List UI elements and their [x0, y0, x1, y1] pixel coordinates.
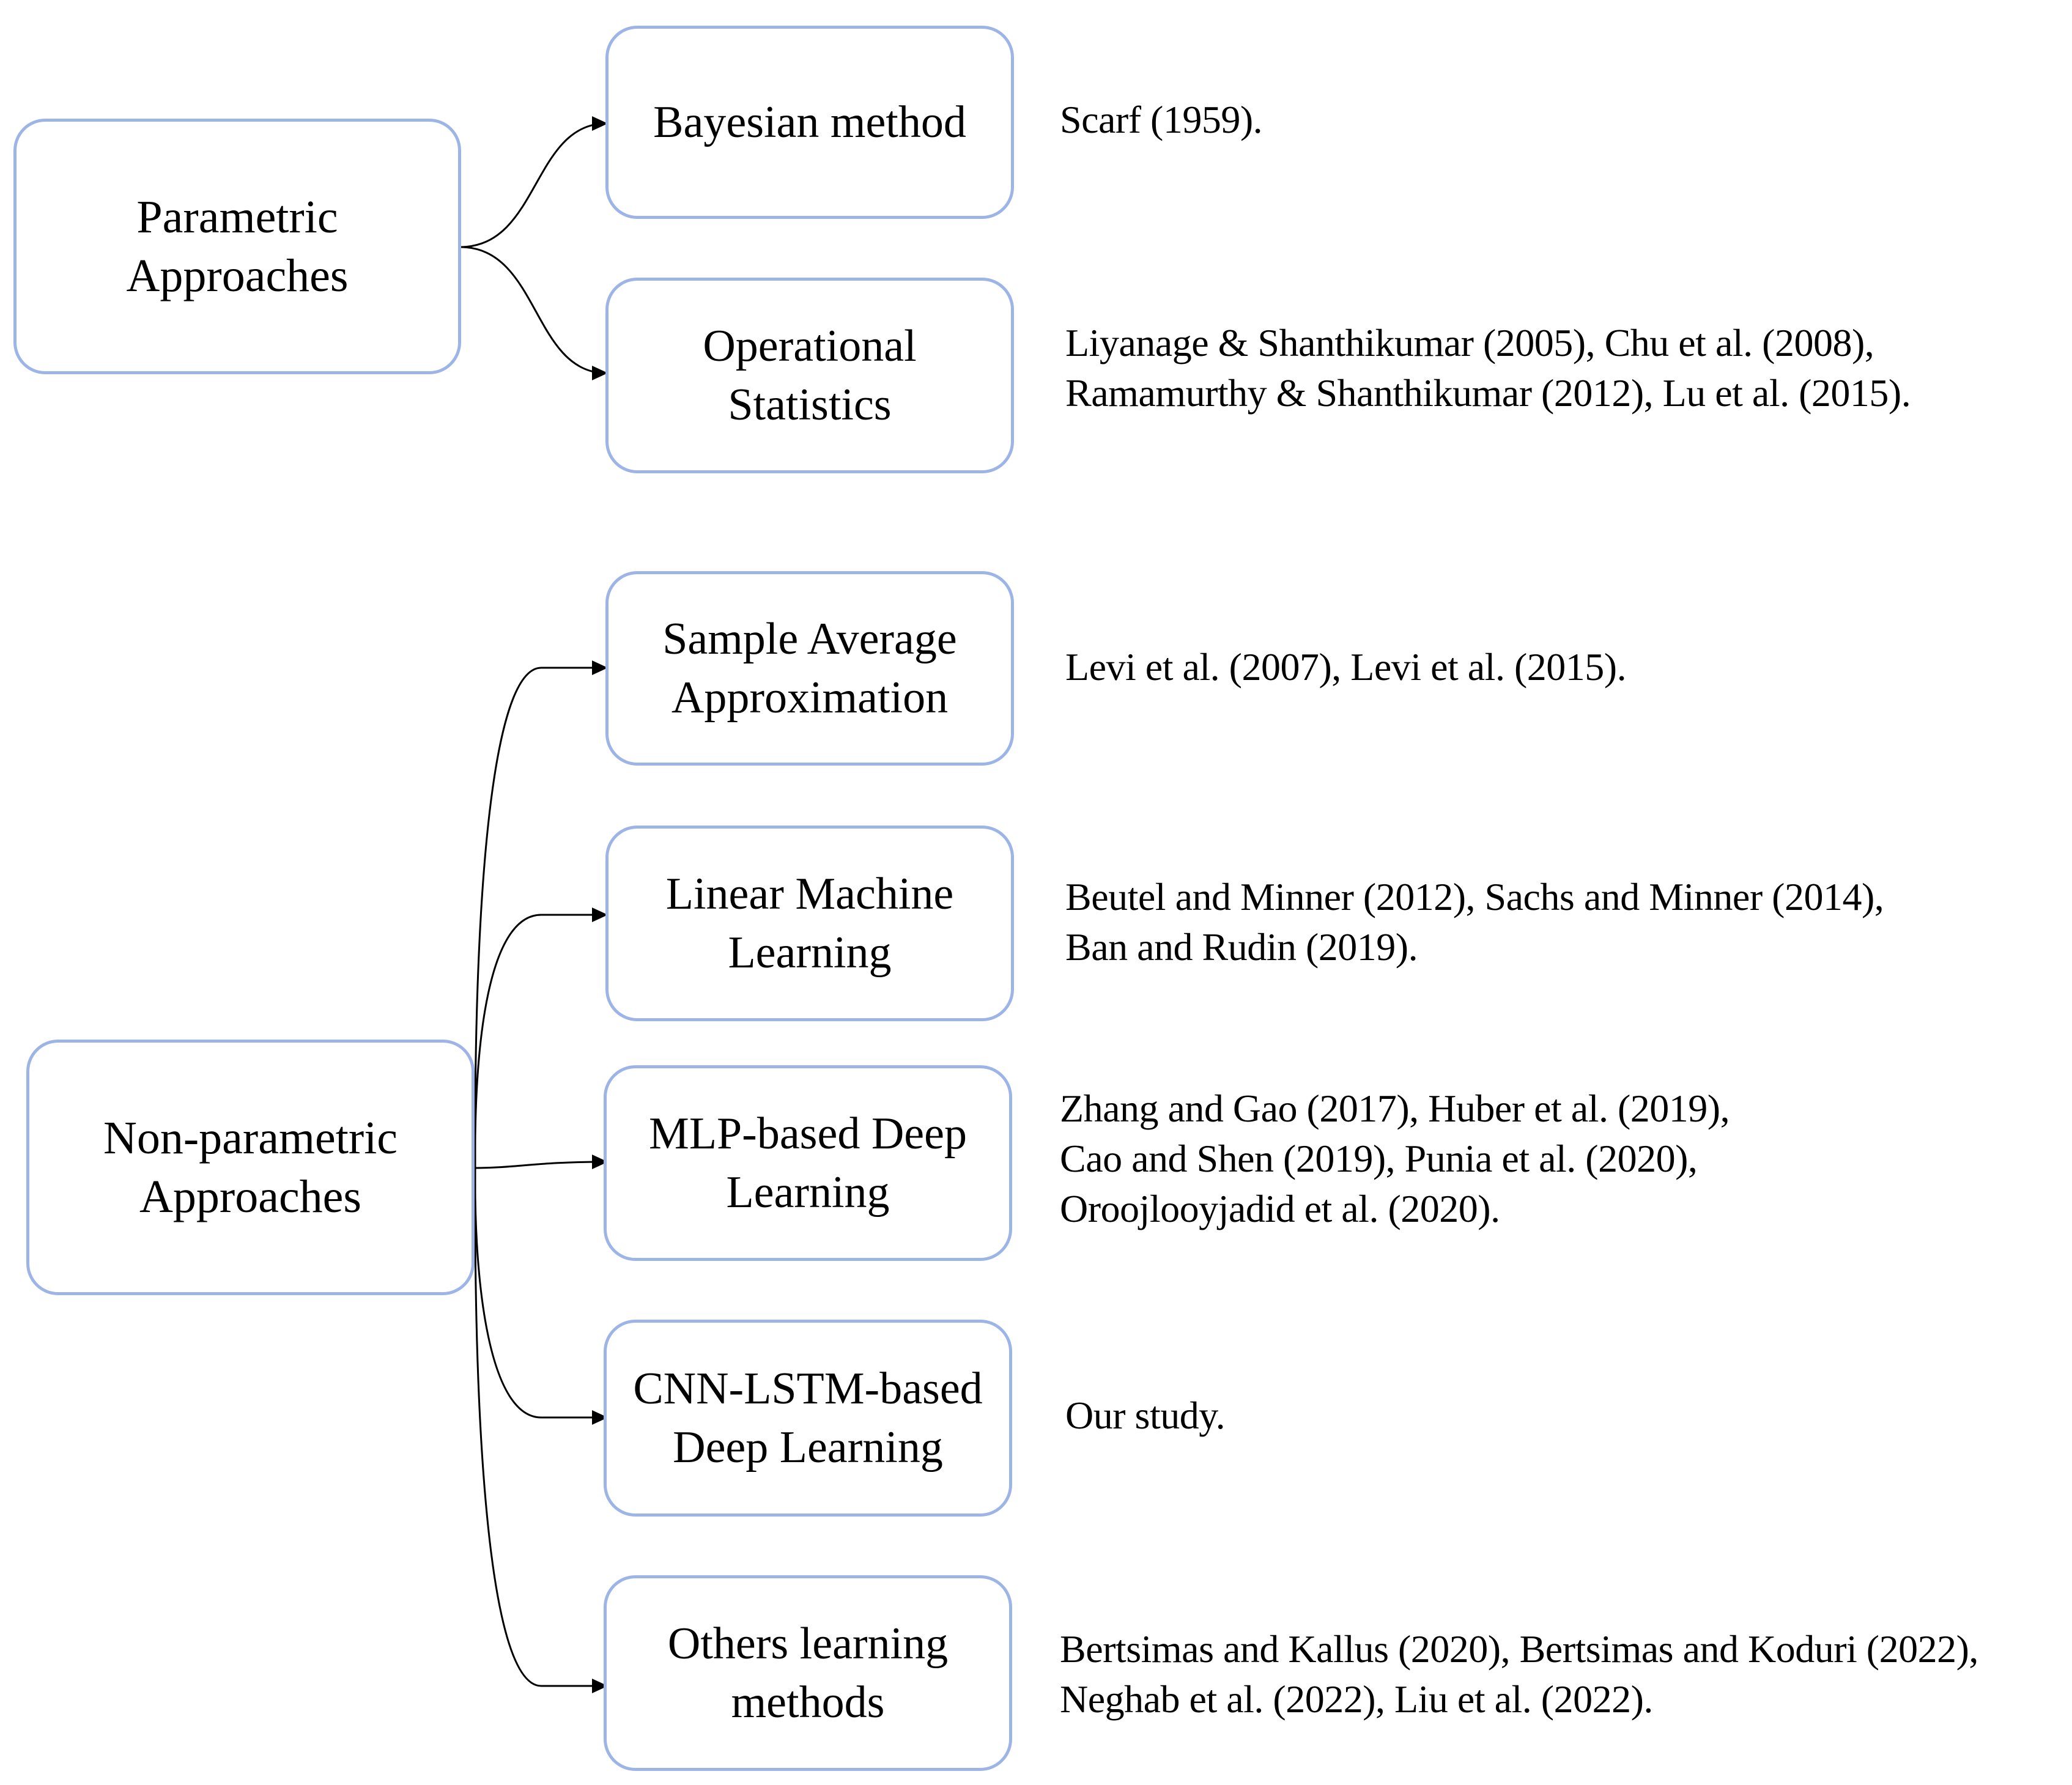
refs-other-learning-methods: Bertsimas and Kallus (2020), Bertsimas a…: [1060, 1624, 1978, 1724]
method-label-bayesian: Bayesian method: [653, 97, 966, 147]
parametric-approaches-box: Parametric Approaches: [13, 119, 461, 374]
method-label-sample-average-approximation: Sample Average Approximation: [662, 614, 957, 723]
connector-nonparam-cnnlstm: [474, 1167, 602, 1419]
arrowhead-bayesian: [592, 116, 608, 131]
connector-parametric-bayesian: [459, 120, 603, 248]
refs-linear-machine-learning: Beutel and Minner (2012), Sachs and Minn…: [1065, 872, 1884, 972]
method-label-linear-machine-learning: Linear Machine Learning: [665, 869, 954, 978]
method-label-cnn-lstm-deep-learning: CNN-LSTM-based Deep Learning: [633, 1364, 983, 1473]
ref-line: Cao and Shen (2019), Punia et al. (2020)…: [1060, 1137, 1698, 1180]
ref-line: Zhang and Gao (2017), Huber et al. (2019…: [1060, 1087, 1730, 1130]
ref-line: Scarf (1959).: [1060, 98, 1263, 141]
non-parametric-approaches-label: Non-parametric Approaches: [103, 1112, 398, 1222]
arrowhead-linear: [592, 907, 608, 922]
method-box-cnn-lstm-deep-learning: CNN-LSTM-based Deep Learning: [604, 1320, 1012, 1517]
method-label-other-learning-methods: Others learning methods: [667, 1619, 949, 1728]
arrowhead-saa: [592, 660, 608, 675]
method-box-operational-statistics: Operational Statistics: [605, 278, 1014, 473]
method-box-other-learning-methods: Others learning methods: [604, 1575, 1012, 1771]
connector-nonparam-saa: [474, 667, 602, 1169]
ref-line: Levi et al. (2007), Levi et al. (2015).: [1065, 645, 1627, 689]
connector-nonparam-others: [474, 1167, 602, 1687]
arrowhead-operational: [592, 366, 608, 380]
refs-operational-statistics: Liyanage & Shanthikumar (2005), Chu et a…: [1065, 318, 1911, 418]
ref-line: Our study.: [1065, 1394, 1226, 1437]
non-parametric-approaches-box: Non-parametric Approaches: [26, 1040, 475, 1295]
refs-mlp-deep-learning: Zhang and Gao (2017), Huber et al. (2019…: [1060, 1084, 1730, 1234]
arrowhead-others: [592, 1679, 608, 1693]
method-box-linear-machine-learning: Linear Machine Learning: [605, 826, 1014, 1021]
method-box-mlp-deep-learning: MLP-based Deep Learning: [604, 1065, 1012, 1261]
ref-line: Beutel and Minner (2012), Sachs and Minn…: [1065, 875, 1884, 918]
ref-line: Bertsimas and Kallus (2020), Bertsimas a…: [1060, 1627, 1978, 1671]
method-label-operational-statistics: Operational Statistics: [703, 321, 917, 430]
ref-line: Ramamurthy & Shanthikumar (2012), Lu et …: [1065, 371, 1911, 415]
ref-line: Ban and Rudin (2019).: [1065, 925, 1418, 969]
ref-line: Neghab et al. (2022), Liu et al. (2022).: [1060, 1677, 1653, 1721]
method-label-mlp-deep-learning: MLP-based Deep Learning: [649, 1109, 967, 1218]
ref-line: Oroojlooyjadid et al. (2020).: [1060, 1187, 1500, 1230]
ref-line: Liyanage & Shanthikumar (2005), Chu et a…: [1065, 321, 1874, 364]
connector-nonparam-linear: [474, 914, 602, 1169]
refs-cnn-lstm-deep-learning: Our study.: [1065, 1391, 1226, 1441]
parametric-approaches-label: Parametric Approaches: [126, 191, 349, 301]
arrowhead-mlp: [592, 1155, 608, 1169]
refs-sample-average-approximation: Levi et al. (2007), Levi et al. (2015).: [1065, 642, 1627, 692]
method-box-bayesian: Bayesian method: [605, 26, 1014, 219]
arrowhead-cnnlstm: [592, 1410, 608, 1425]
connector-parametric-operational: [459, 246, 603, 374]
refs-bayesian: Scarf (1959).: [1060, 95, 1263, 145]
method-box-sample-average-approximation: Sample Average Approximation: [605, 571, 1014, 766]
connector-nonparam-mlp: [475, 1161, 603, 1169]
